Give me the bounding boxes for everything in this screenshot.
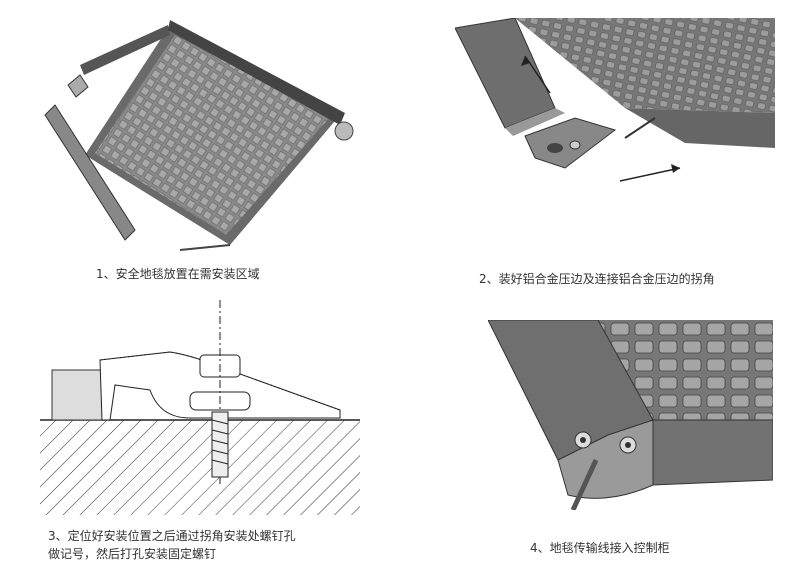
step3-caption-line1: 3、定位好安装位置之后通过拐角安装处螺钉孔 (48, 529, 296, 543)
step3-cross-section-diagram (40, 300, 360, 515)
step4-caption: 4、地毯传输线接入控制柜 (530, 541, 670, 555)
step3-caption-line2: 做记号，然后打孔安装固定螺钉 (48, 547, 217, 561)
step2-illustration (455, 18, 775, 182)
step4-illustration (488, 320, 773, 510)
step1-caption: 1、安全地毯放置在需安装区域 (96, 267, 260, 281)
step2-caption: 2、装好铝合金压边及连接铝合金压边的拐角 (479, 272, 715, 286)
step1-illustration (44, 20, 354, 251)
